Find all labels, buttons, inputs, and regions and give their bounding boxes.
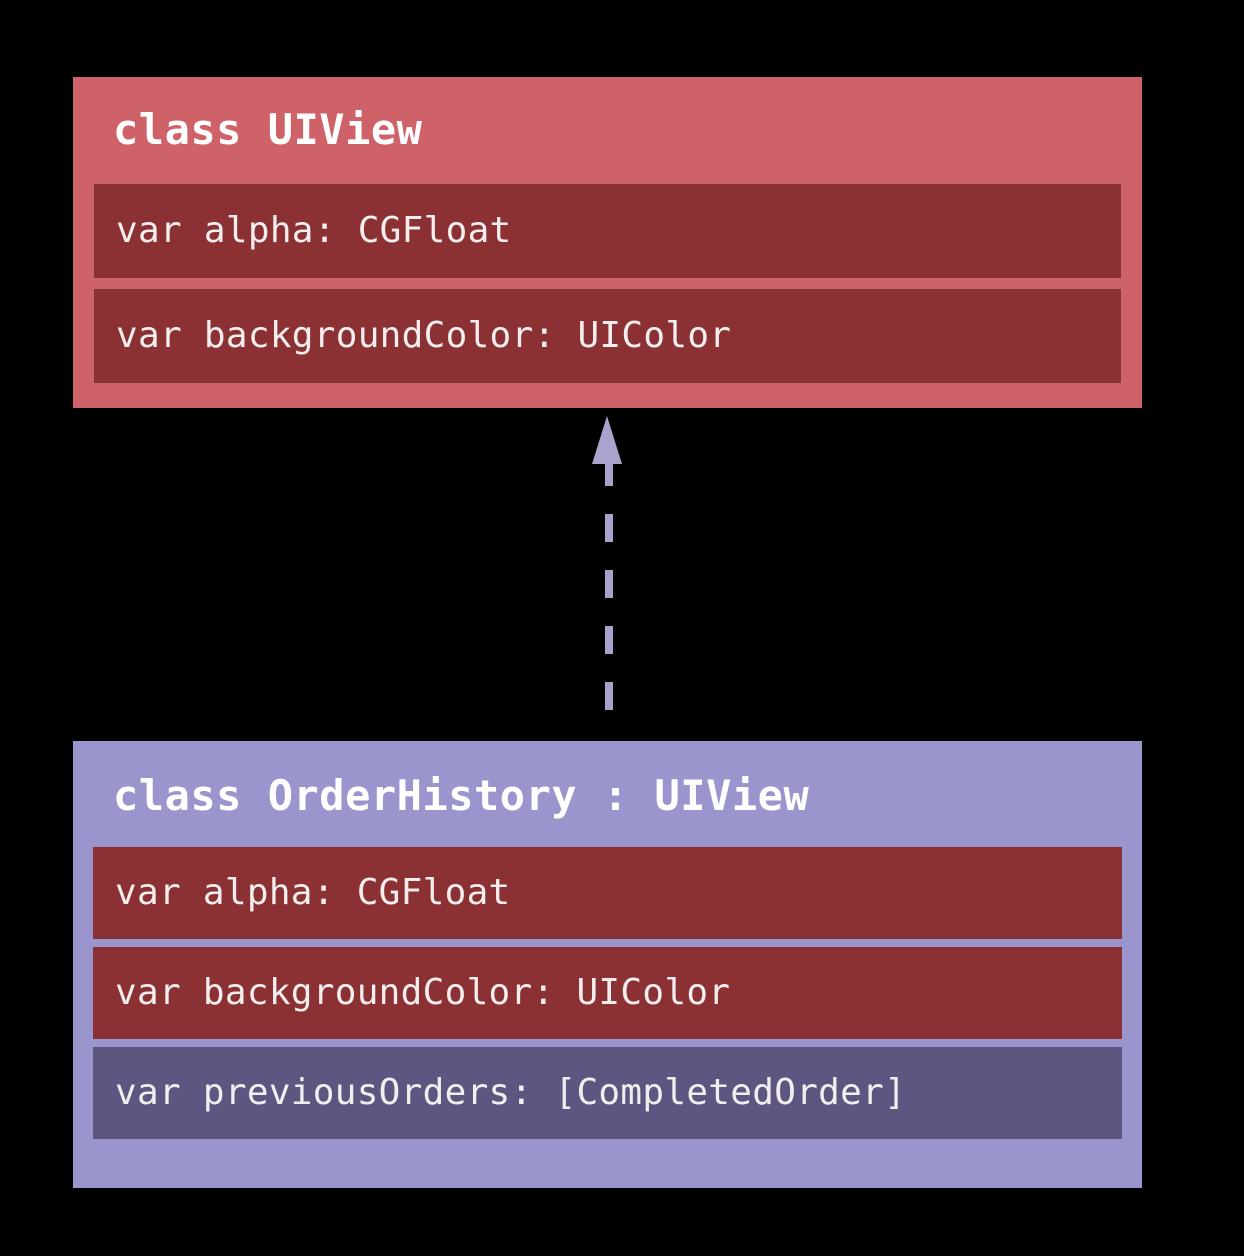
member-row[interactable]: var backgroundColor: UIColor xyxy=(93,947,1122,1039)
inheritance-arrow xyxy=(592,416,622,738)
member-list-orderhistory: var alpha: CGFloat var backgroundColor: … xyxy=(93,847,1122,1139)
class-box-orderhistory[interactable]: class OrderHistory : UIView var alpha: C… xyxy=(73,741,1142,1188)
member-row[interactable]: var previousOrders: [CompletedOrder] xyxy=(93,1047,1122,1139)
class-box-uiview[interactable]: class UIView var alpha: CGFloat var back… xyxy=(73,77,1142,408)
dashed-line xyxy=(605,458,613,738)
member-list-uiview: var alpha: CGFloat var backgroundColor: … xyxy=(93,183,1122,384)
arrow-head-icon xyxy=(592,416,622,464)
member-row[interactable]: var alpha: CGFloat xyxy=(93,847,1122,939)
class-title-uiview: class UIView xyxy=(113,105,423,154)
member-row[interactable]: var backgroundColor: UIColor xyxy=(93,288,1122,384)
class-title-orderhistory: class OrderHistory : UIView xyxy=(113,771,810,820)
member-row[interactable]: var alpha: CGFloat xyxy=(93,183,1122,279)
